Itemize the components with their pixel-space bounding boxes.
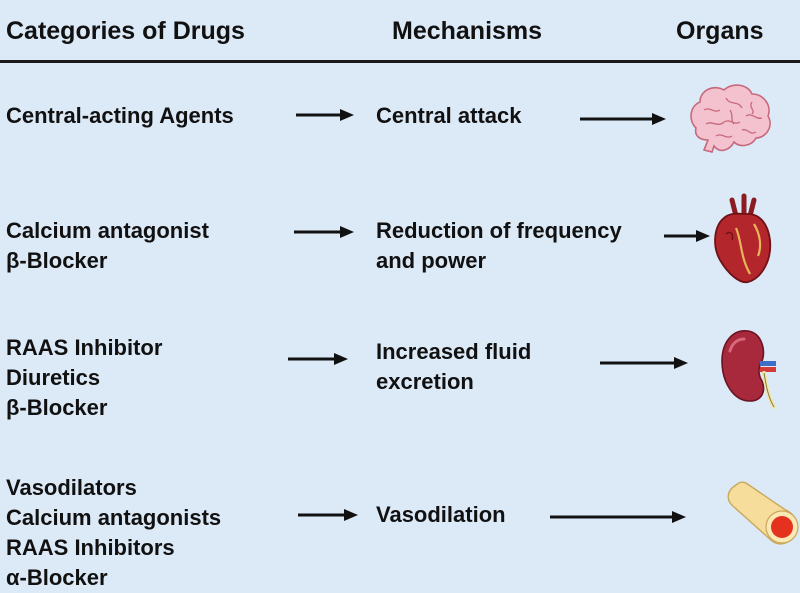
drug-list: Central-acting Agents: [6, 101, 234, 131]
arrow-mechanism-to-organ: [550, 511, 686, 531]
arrow-drug-to-mechanism: [296, 109, 354, 129]
mechanism-text: Increased fluid excretion: [376, 337, 531, 397]
table-header: Categories of Drugs Mechanisms Organs: [0, 0, 800, 63]
arrow-mechanism-to-organ: [600, 357, 688, 377]
row-central-acting: Central-acting Agents Central attack: [0, 84, 800, 160]
drug-list: Calcium antagonist β-Blocker: [6, 216, 209, 276]
arrow-drug-to-mechanism: [294, 226, 354, 246]
blood-vessel-icon: [722, 479, 800, 549]
mechanism-line: Vasodilation: [376, 502, 506, 527]
arrow-drug-to-mechanism: [298, 509, 358, 529]
row-calcium-beta: Calcium antagonist β-Blocker Reduction o…: [0, 193, 800, 284]
drug-item: RAAS Inhibitors: [6, 535, 175, 560]
header-mechanisms: Mechanisms: [392, 17, 543, 45]
drug-item: Central-acting Agents: [6, 103, 234, 128]
drug-list: RAAS Inhibitor Diuretics β-Blocker: [6, 333, 162, 423]
mechanism-line: Reduction of frequency: [376, 218, 622, 243]
drug-item: β-Blocker: [6, 395, 108, 420]
row-vasodilators: Vasodilators Calcium antagonists RAAS In…: [0, 473, 800, 590]
drug-item: β-Blocker: [6, 248, 108, 273]
arrow-mechanism-to-organ: [580, 113, 666, 133]
mechanism-text: Vasodilation: [376, 500, 506, 530]
drug-item: Calcium antagonists: [6, 505, 222, 530]
drug-item: α-Blocker: [6, 565, 108, 590]
header-categories-of-drugs: Categories of Drugs: [6, 17, 245, 45]
mechanism-line: excretion: [376, 369, 474, 394]
drug-item: Calcium antagonist: [6, 218, 209, 243]
drug-item: Vasodilators: [6, 475, 137, 500]
heart-icon: [710, 193, 774, 286]
mechanism-line: Increased fluid: [376, 339, 532, 364]
drug-item: RAAS Inhibitor: [6, 335, 163, 360]
drug-list: Vasodilators Calcium antagonists RAAS In…: [6, 473, 221, 593]
arrow-drug-to-mechanism: [288, 353, 348, 373]
mechanism-text: Central attack: [376, 101, 522, 131]
header-organs: Organs: [676, 17, 764, 45]
drug-item: Diuretics: [6, 365, 101, 390]
mechanism-line: and power: [376, 248, 487, 273]
mechanism-text: Reduction of frequency and power: [376, 216, 622, 276]
row-raas-diuretics: RAAS Inhibitor Diuretics β-Blocker Incre…: [0, 330, 800, 425]
kidney-icon: [721, 327, 784, 409]
arrow-mechanism-to-organ: [664, 230, 710, 250]
mechanism-line: Central attack: [376, 103, 522, 128]
brain-icon: [686, 80, 774, 158]
